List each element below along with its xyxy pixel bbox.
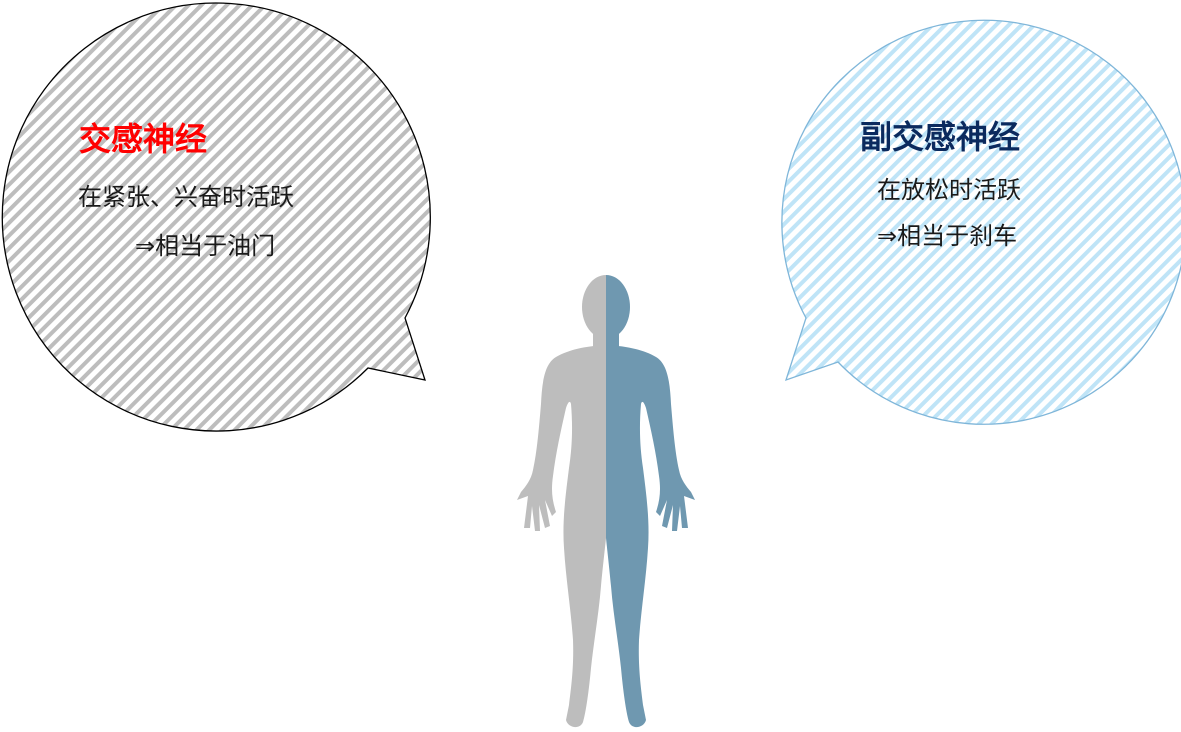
sympathetic-line2: ⇒相当于油门 [135,232,275,260]
sympathetic-title: 交感神经 [79,120,207,158]
parasympathetic-line1: 在放松时活跃 [877,176,1021,204]
parasympathetic-title: 副交感神经 [860,118,1020,156]
sympathetic-bubble: 交感神经 在紧张、兴奋时活跃 ⇒相当于油门 [1,2,431,432]
sympathetic-bubble-shape [1,2,431,432]
parasympathetic-bubble: 副交感神经 在放松时活跃 ⇒相当于刹车 [781,19,1181,425]
parasympathetic-line2: ⇒相当于刹车 [877,222,1017,250]
sympathetic-line1: 在紧张、兴奋时活跃 [78,183,294,211]
human-body-icon [517,275,695,728]
parasympathetic-bubble-shape [781,19,1181,425]
